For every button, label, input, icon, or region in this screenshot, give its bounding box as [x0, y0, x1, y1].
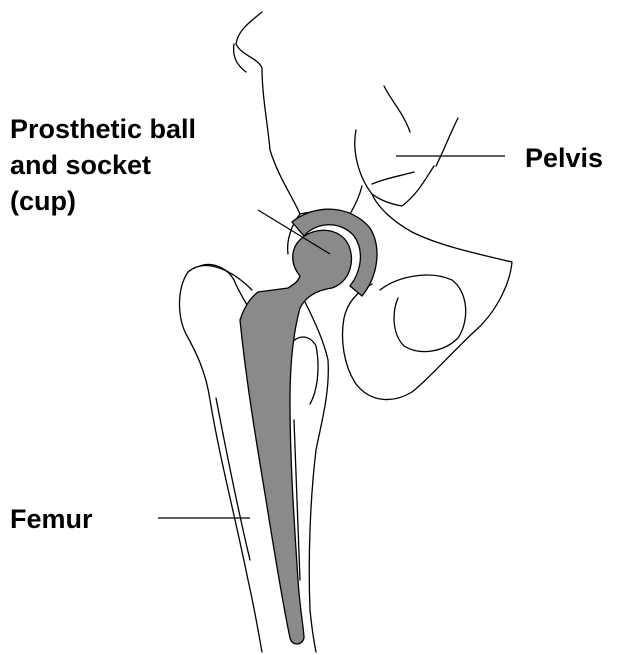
prosthetic-ball-socket-label: Prosthetic ball and socket (cup) — [10, 111, 196, 219]
pelvis-ridge — [372, 86, 458, 206]
greater-trochanter — [200, 265, 250, 310]
femur-outline-inner — [304, 300, 328, 652]
prosthetic-label-line-3: (cup) — [10, 183, 196, 219]
prosthetic-label-line-1: Prosthetic ball — [10, 111, 196, 147]
prosthetic-stem — [240, 230, 351, 644]
prosthetic-label-line-2: and socket — [10, 147, 196, 183]
pelvis-label: Pelvis — [525, 140, 603, 176]
ischium-outline — [380, 275, 466, 352]
lesser-trochanter — [290, 337, 318, 404]
femur-label: Femur — [10, 501, 93, 537]
pelvis-outline — [236, 12, 362, 214]
